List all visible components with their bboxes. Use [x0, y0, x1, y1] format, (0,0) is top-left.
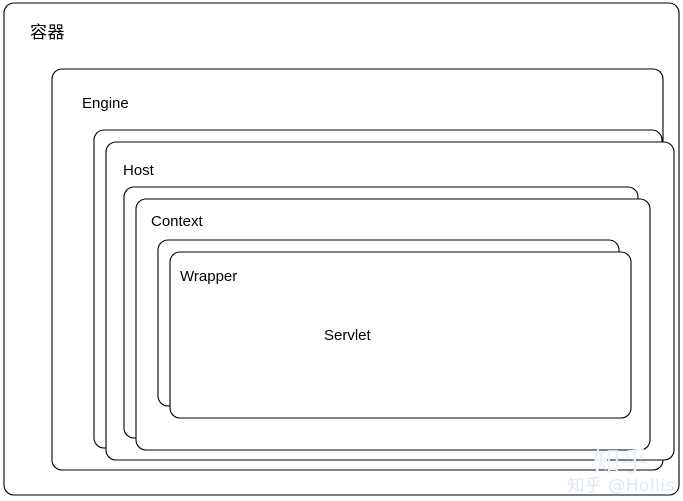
diagram-shapes [3, 2, 680, 496]
host-label: Host [123, 162, 154, 179]
wrapper-box [169, 251, 632, 419]
container-label: 容器 [30, 23, 65, 42]
context-label: Context [151, 213, 203, 230]
wrapper-label: Wrapper [180, 268, 238, 285]
engine-label: Engine [82, 95, 129, 112]
servlet-label: Servlet [324, 327, 371, 344]
